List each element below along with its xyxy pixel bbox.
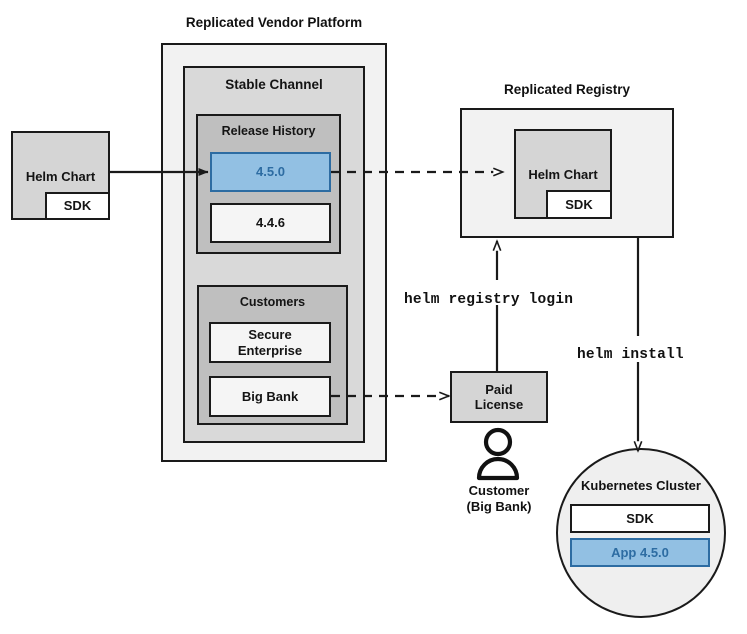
registry-title: Replicated Registry bbox=[503, 82, 631, 97]
person-icon bbox=[476, 427, 520, 481]
cluster-item-sdk: SDK bbox=[570, 504, 710, 533]
customers-title: Customers bbox=[239, 295, 306, 309]
kubernetes-cluster-title: Kubernetes Cluster bbox=[581, 478, 701, 493]
customer-name-label: Secure Enterprise bbox=[237, 327, 303, 358]
release-item-4-5-0[interactable]: 4.5.0 bbox=[210, 152, 331, 192]
helm-install-label: helm install bbox=[577, 347, 684, 363]
stable-channel-title: Stable Channel bbox=[225, 77, 323, 92]
paid-license-label: Paid License bbox=[474, 381, 524, 412]
customer-item-big-bank[interactable]: Big Bank bbox=[209, 376, 331, 417]
source-sdk-label: SDK bbox=[63, 198, 92, 214]
release-version-label: 4.4.6 bbox=[256, 215, 285, 231]
paid-license-box: Paid License bbox=[450, 371, 548, 423]
registry-sdk-box: SDK bbox=[546, 190, 612, 219]
customer-name-label: Big Bank bbox=[241, 388, 299, 404]
source-sdk-box: SDK bbox=[45, 192, 110, 220]
platform-title: Replicated Vendor Platform bbox=[185, 15, 363, 30]
release-version-label: 4.5.0 bbox=[256, 164, 285, 180]
cluster-item-app: App 4.5.0 bbox=[570, 538, 710, 567]
customer-actor-line2: (Big Bank) bbox=[466, 499, 532, 515]
helm-registry-login-label: helm registry login bbox=[404, 292, 574, 308]
kubernetes-cluster-circle bbox=[556, 448, 726, 618]
source-helm-chart-label: Helm Chart bbox=[25, 169, 96, 184]
customer-actor-line1: Customer bbox=[468, 483, 530, 498]
release-item-4-4-6[interactable]: 4.4.6 bbox=[210, 203, 331, 243]
registry-helm-chart-label: Helm Chart bbox=[528, 167, 598, 182]
customer-item-secure-enterprise[interactable]: Secure Enterprise bbox=[209, 322, 331, 363]
release-history-title: Release History bbox=[221, 124, 316, 138]
cluster-item-label: SDK bbox=[626, 510, 654, 526]
registry-sdk-label: SDK bbox=[565, 196, 593, 212]
cluster-item-label: App 4.5.0 bbox=[611, 544, 669, 560]
customer-actor-label: Customer (Big Bank) bbox=[429, 483, 569, 516]
